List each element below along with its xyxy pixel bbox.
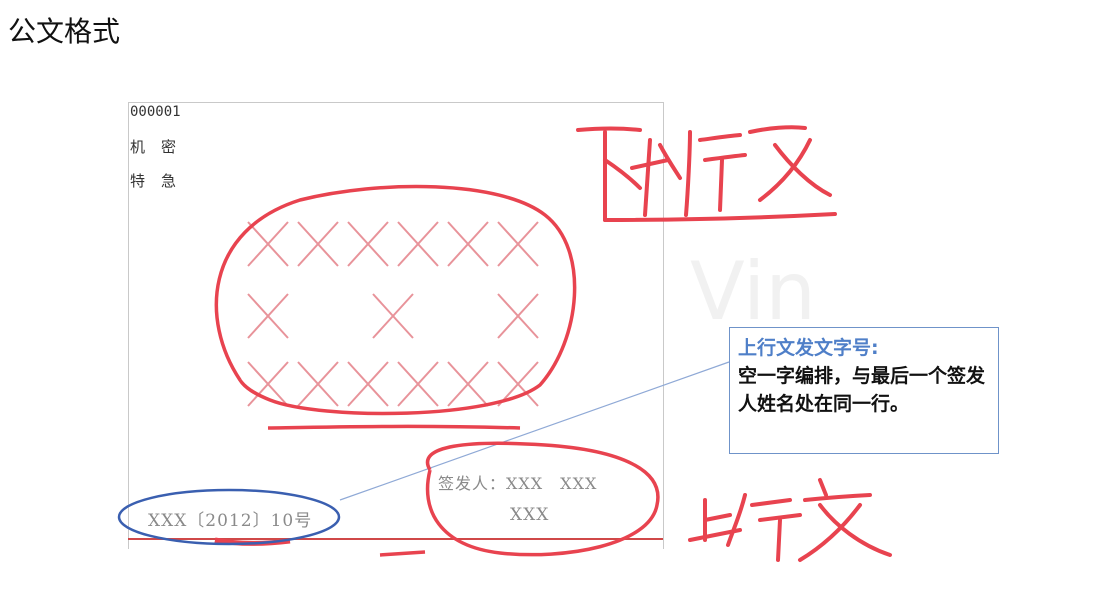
doc-number: XXX〔2012〕10号 [148, 511, 313, 531]
x-mark [347, 221, 389, 267]
x-mark [447, 221, 489, 267]
x-mark [497, 293, 539, 339]
x-mark [397, 221, 439, 267]
urgency-level: 特急 [130, 172, 193, 190]
title-underline [267, 424, 521, 430]
x-mark [497, 221, 539, 267]
secret-level: 机密 [130, 138, 193, 156]
page-title: 公文格式 [8, 15, 121, 48]
x-mark [297, 361, 339, 407]
watermark: Vin [690, 245, 816, 338]
x-mark [347, 361, 389, 407]
x-mark [497, 361, 539, 407]
document-page [128, 102, 664, 549]
signer-dash [379, 550, 426, 557]
callout-body: 空一字编排，与最后一个签发人姓名处在同一行。 [738, 365, 986, 415]
handwriting-bottom [688, 478, 892, 562]
callout-connector [339, 361, 730, 501]
x-mark [297, 221, 339, 267]
signer-ellipse [425, 441, 660, 557]
signer-line-1: 签发人：XXX XXX [438, 474, 598, 493]
x-mark [247, 293, 289, 339]
x-mark [372, 293, 414, 339]
x-mark [447, 361, 489, 407]
serial-number: 000001 [130, 104, 181, 120]
title-ellipse [214, 184, 577, 416]
x-mark [247, 221, 289, 267]
x-mark [247, 361, 289, 407]
x-mark [397, 361, 439, 407]
callout-box: 上行文发文字号: 空一字编排，与最后一个签发人姓名处在同一行。 [729, 327, 999, 454]
handwriting-top [576, 125, 837, 222]
callout-title: 上行文发文字号: [738, 337, 879, 359]
doc-number-ellipse [117, 488, 341, 546]
signer-line-2: XXX [510, 505, 550, 525]
document-red-rule [128, 538, 663, 540]
